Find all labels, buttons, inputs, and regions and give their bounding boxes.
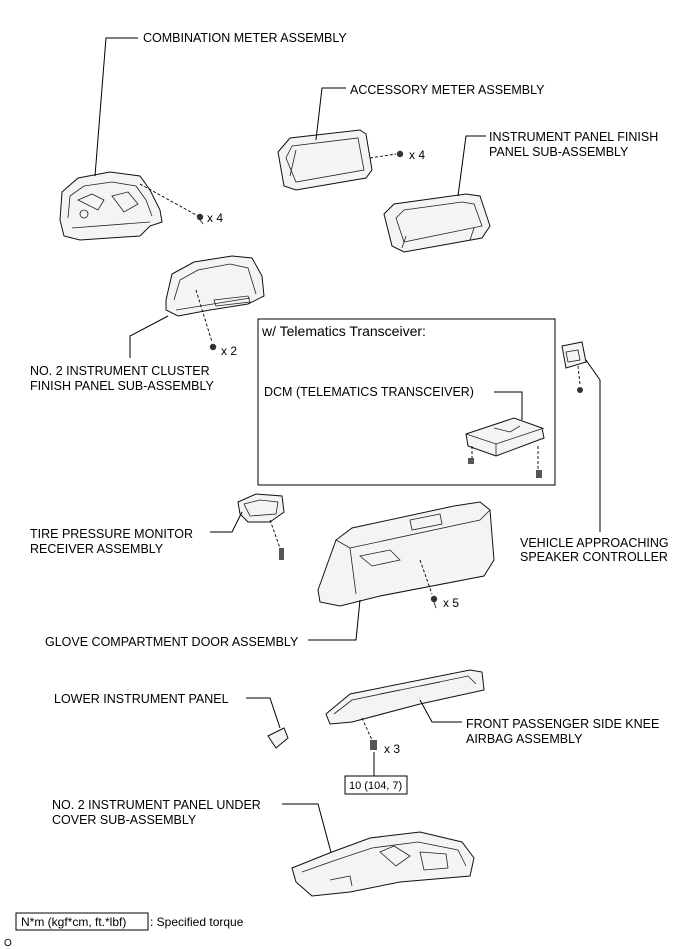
dcm-leader bbox=[494, 391, 523, 420]
glove-door-screw-line bbox=[419, 559, 433, 595]
dcm-bolt-icon-right bbox=[536, 470, 542, 478]
instrument-panel-finish-panel bbox=[383, 193, 491, 253]
tire-pressure-label-2: RECEIVER ASSEMBLY bbox=[30, 542, 164, 556]
speaker-label-2: SPEAKER CONTROLLER bbox=[520, 550, 668, 564]
dcm-screw-icon-left bbox=[468, 458, 474, 464]
tire-pressure-leader bbox=[210, 511, 243, 533]
no2-cluster-screw-icon bbox=[209, 343, 217, 351]
instrument-finish-leader bbox=[457, 135, 486, 197]
knee-airbag-label-1: FRONT PASSENGER SIDE KNEE bbox=[466, 717, 659, 731]
no2-instrument-cluster-finish-panel bbox=[165, 255, 265, 317]
dcm-label: DCM (TELEMATICS TRANSCEIVER) bbox=[264, 385, 474, 399]
combination-meter-leader bbox=[94, 37, 138, 177]
glove-door-leader bbox=[308, 599, 361, 641]
speaker-label-1: VEHICLE APPROACHING bbox=[520, 536, 669, 550]
knee-airbag-qty: x 3 bbox=[384, 742, 400, 756]
speaker-screw-line bbox=[577, 365, 581, 385]
lower-panel-leader bbox=[246, 697, 281, 729]
dcm-telematics-transceiver bbox=[465, 417, 545, 457]
speaker-leader bbox=[585, 359, 601, 532]
legend-description: : Specified torque bbox=[150, 915, 244, 929]
glove-door-qty: x 5 bbox=[443, 596, 459, 610]
accessory-meter-screw-line bbox=[369, 153, 397, 159]
no2-instrument-panel-under-cover bbox=[291, 831, 475, 897]
instrument-finish-label-1: INSTRUMENT PANEL FINISH bbox=[489, 130, 658, 144]
no2-cluster-label-2: FINISH PANEL SUB-ASSEMBLY bbox=[30, 379, 215, 393]
no2-under-cover-label-1: NO. 2 INSTRUMENT PANEL UNDER bbox=[52, 798, 261, 812]
knee-airbag-bolt-icon bbox=[370, 740, 377, 750]
tire-pressure-screw-icon bbox=[279, 548, 284, 560]
tire-pressure-label-1: TIRE PRESSURE MONITOR bbox=[30, 527, 193, 541]
no2-under-cover-leader bbox=[282, 803, 333, 857]
accessory-meter-screw-icon bbox=[396, 150, 404, 158]
glove-door-screw-icon bbox=[430, 595, 438, 609]
knee-airbag-torque: 10 (104, 7) bbox=[349, 780, 402, 792]
combination-meter-assembly bbox=[59, 171, 163, 241]
accessory-meter-qty: x 4 bbox=[409, 148, 425, 162]
accessory-meter-assembly bbox=[277, 129, 373, 191]
no2-cluster-qty: x 2 bbox=[221, 344, 237, 358]
knee-airbag-label-2: AIRBAG ASSEMBLY bbox=[466, 732, 583, 746]
knee-airbag-bolt-line bbox=[361, 717, 373, 741]
no2-cluster-label-1: NO. 2 INSTRUMENT CLUSTER bbox=[30, 364, 210, 378]
knee-airbag-leader bbox=[419, 699, 462, 723]
vehicle-approaching-speaker-controller bbox=[561, 341, 587, 369]
glove-compartment-door bbox=[317, 501, 495, 607]
legend-unit-box bbox=[15, 912, 149, 931]
corner-mark: O bbox=[4, 938, 12, 949]
no2-cluster-screw-line bbox=[195, 289, 213, 343]
instrument-finish-label-2: PANEL SUB-ASSEMBLY bbox=[489, 145, 629, 159]
telematics-inset-box bbox=[257, 318, 556, 486]
telematics-title: w/ Telematics Transceiver: bbox=[261, 323, 426, 339]
speaker-screw-icon bbox=[577, 387, 583, 393]
combination-meter-screw-line bbox=[139, 183, 199, 217]
tire-pressure-screw-line bbox=[269, 519, 281, 549]
torque-box bbox=[344, 775, 408, 795]
combination-meter-label: COMBINATION METER ASSEMBLY bbox=[143, 31, 347, 45]
combination-meter-screw-icon bbox=[196, 213, 204, 225]
combination-meter-qty: x 4 bbox=[207, 211, 223, 225]
accessory-meter-leader bbox=[315, 87, 346, 141]
lower-instrument-panel-part bbox=[267, 727, 289, 749]
tire-pressure-monitor-receiver bbox=[237, 493, 285, 523]
accessory-meter-label: ACCESSORY METER ASSEMBLY bbox=[350, 83, 545, 97]
no2-cluster-leader bbox=[129, 315, 169, 358]
front-passenger-knee-airbag bbox=[325, 669, 485, 725]
glove-door-label: GLOVE COMPARTMENT DOOR ASSEMBLY bbox=[45, 635, 299, 649]
lower-panel-label: LOWER INSTRUMENT PANEL bbox=[54, 692, 229, 706]
no2-under-cover-label-2: COVER SUB-ASSEMBLY bbox=[52, 813, 197, 827]
legend-unit-text: N*m (kgf*cm, ft.*lbf) bbox=[21, 915, 126, 929]
